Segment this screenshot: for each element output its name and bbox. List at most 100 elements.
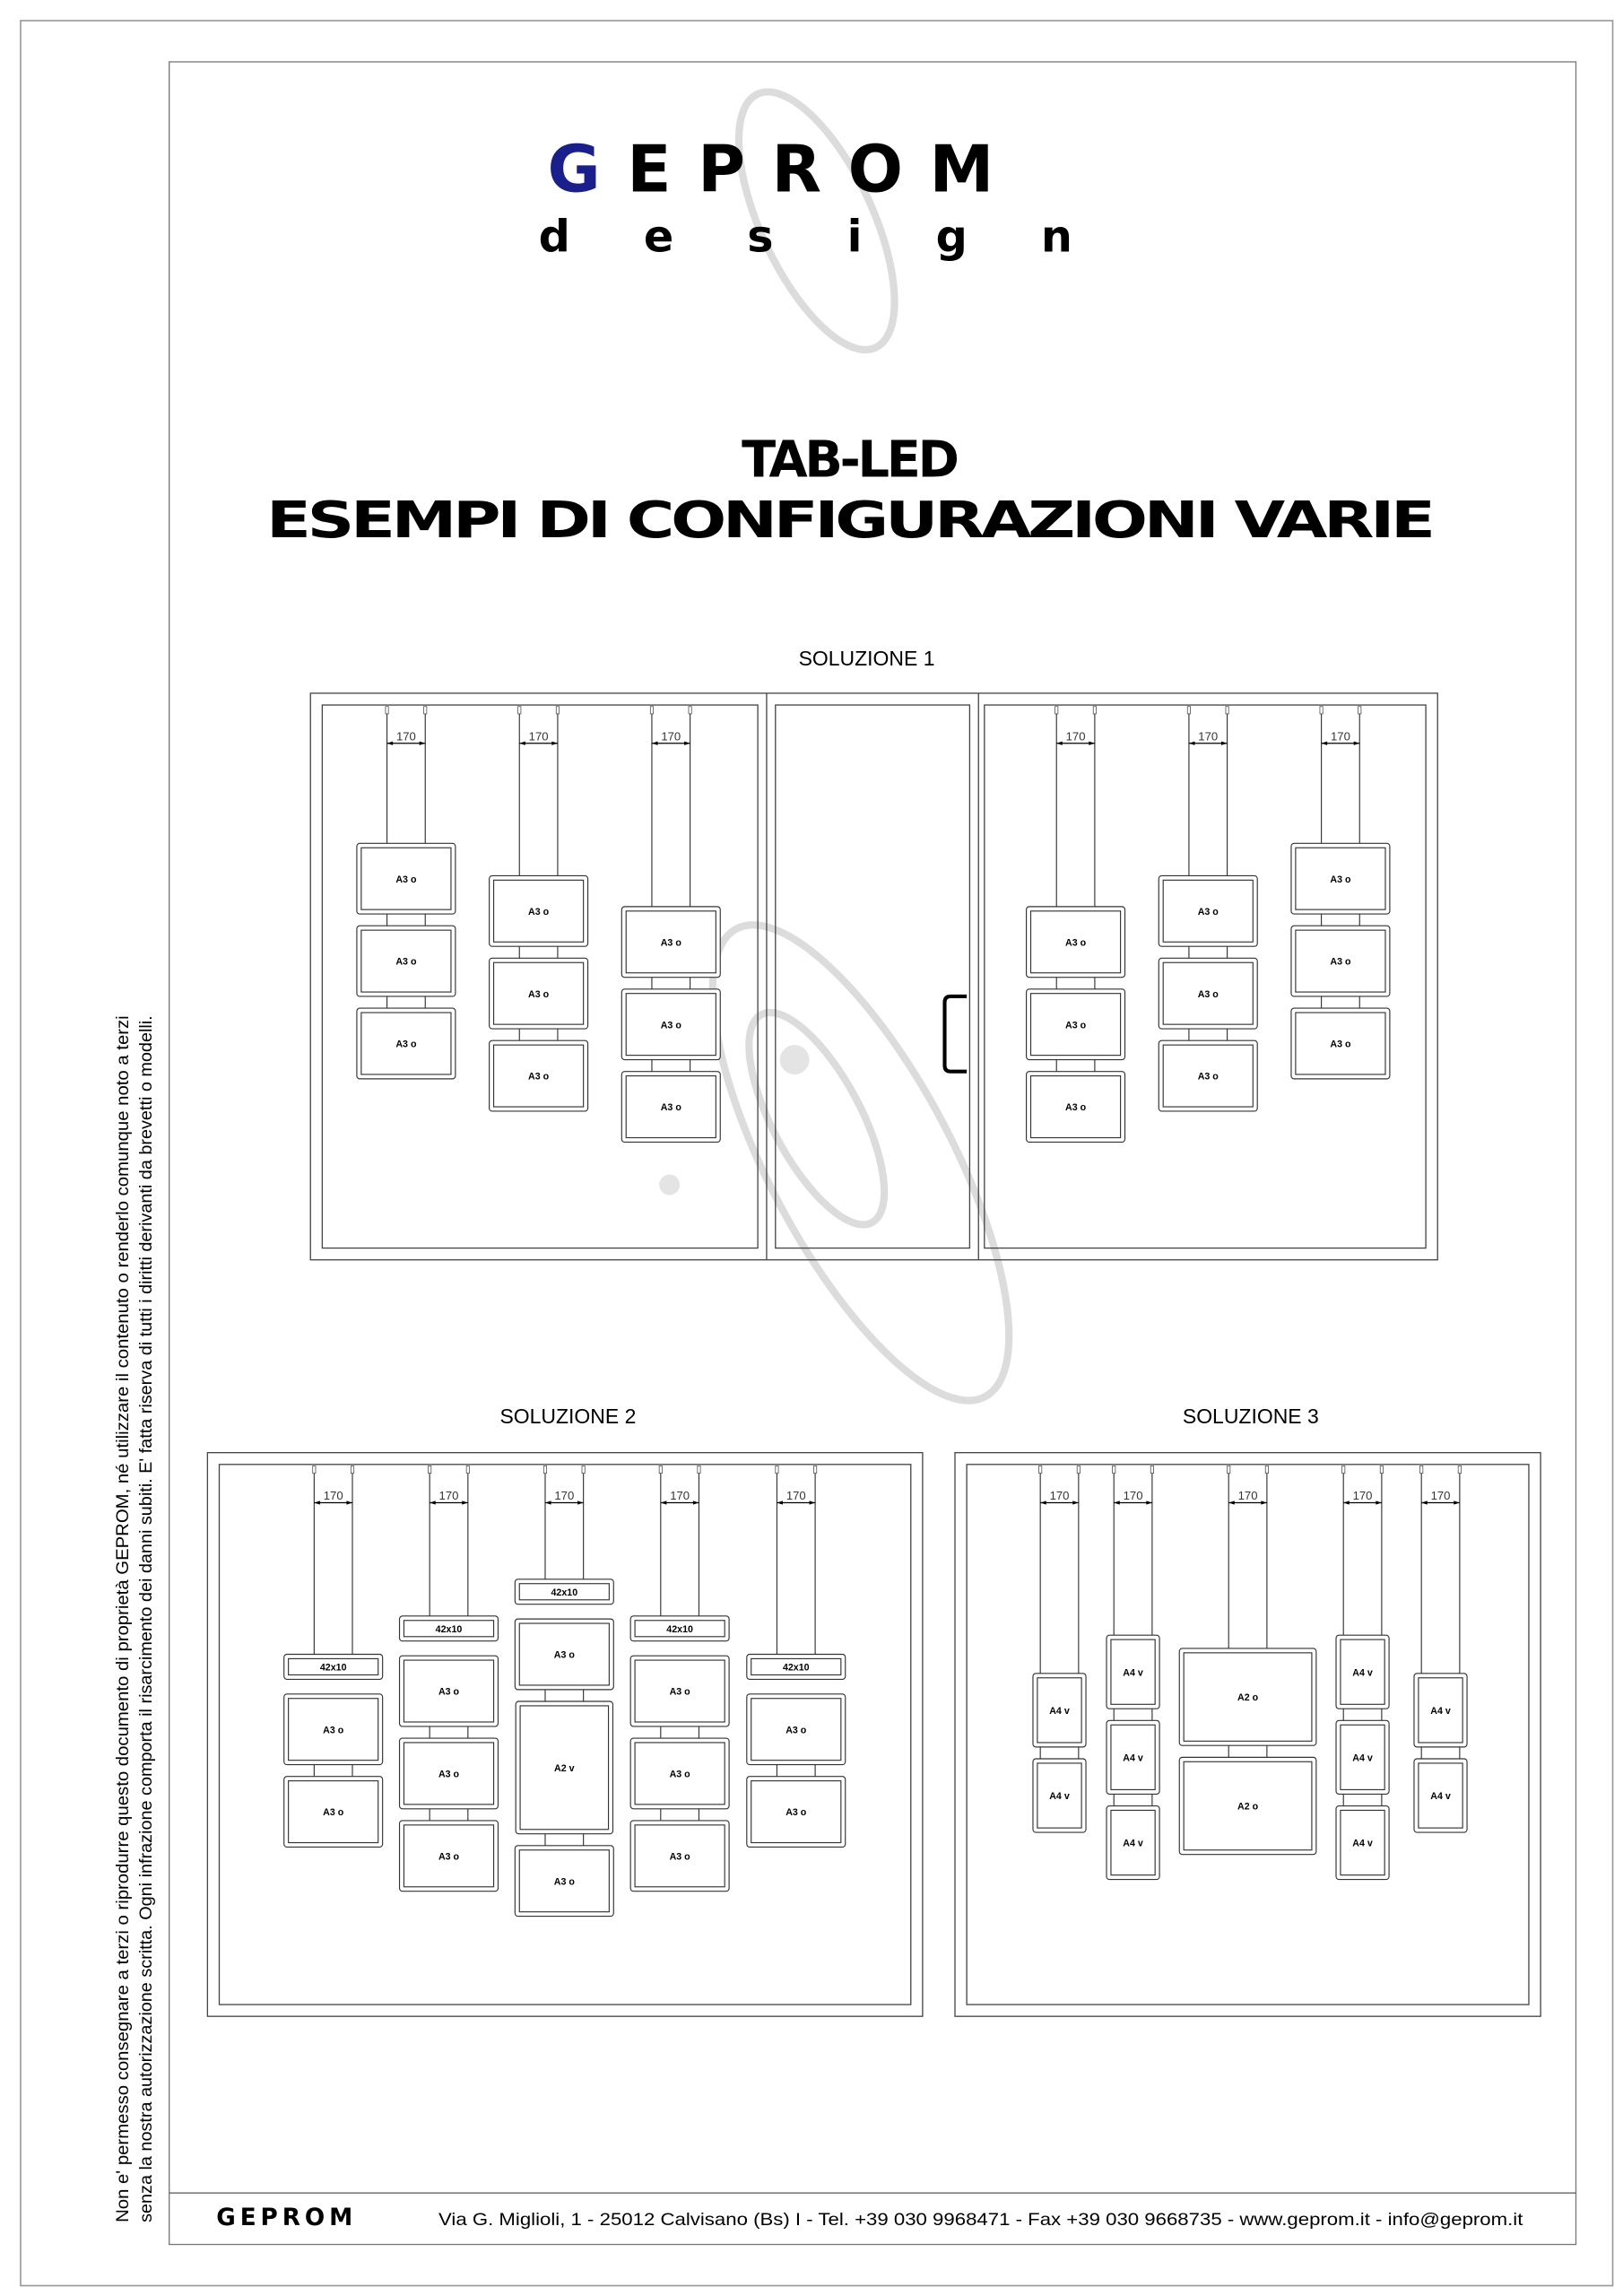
panel-inner bbox=[1162, 961, 1254, 1025]
panel-size-label: A3 o bbox=[670, 1851, 691, 1862]
panel-inner bbox=[1418, 1677, 1463, 1744]
panel-size-label: A3 o bbox=[323, 1807, 344, 1818]
panel-frame bbox=[629, 1820, 730, 1892]
panel-size-label: A3 o bbox=[670, 1687, 691, 1698]
panel-size-label: A3 o bbox=[661, 937, 682, 948]
panel-inner bbox=[519, 1705, 610, 1831]
panel-frame bbox=[283, 1776, 384, 1848]
led-panel: A3 o bbox=[1290, 925, 1391, 997]
cable-clamp-icon bbox=[1379, 1465, 1384, 1474]
panel-frame bbox=[489, 957, 589, 1030]
panel-inner bbox=[634, 1824, 725, 1888]
panel-inner bbox=[403, 1824, 495, 1888]
panel-size-label: A2 v bbox=[554, 1763, 575, 1774]
led-panel: A3 o bbox=[398, 1737, 499, 1810]
cable-clamp-icon bbox=[312, 1465, 317, 1474]
led-panel: A3 o bbox=[746, 1776, 846, 1848]
cable-clamp-icon bbox=[1319, 706, 1324, 715]
panel-frame bbox=[1178, 1648, 1317, 1746]
panel-inner bbox=[518, 1583, 610, 1601]
panel-inner bbox=[403, 1620, 495, 1638]
led-panel: A3 o bbox=[1026, 988, 1126, 1061]
panel-size-label: A3 o bbox=[661, 1102, 682, 1113]
panel-size-label: A2 o bbox=[1237, 1692, 1259, 1703]
solution-3-title: SOLUZIONE 3 bbox=[1183, 1405, 1319, 1428]
solution-2-title: SOLUZIONE 2 bbox=[499, 1405, 636, 1428]
logo-brand-rest: EPROM bbox=[627, 132, 1020, 207]
panel-size-label: A4 v bbox=[1123, 1839, 1143, 1849]
panel-frame bbox=[1290, 842, 1391, 915]
panel-inner bbox=[1418, 1762, 1463, 1829]
led-panel: A3 o bbox=[1026, 906, 1126, 978]
cable-clamp-icon bbox=[1264, 1465, 1269, 1474]
panel-size-label: A3 o bbox=[438, 1687, 460, 1698]
panel-size-label: A4 v bbox=[1430, 1706, 1451, 1717]
cable-clamp-icon bbox=[1092, 706, 1097, 715]
footer-brand: GEPROM bbox=[216, 2205, 357, 2231]
dimension-label: 170 bbox=[1050, 1489, 1070, 1502]
panel-frame bbox=[398, 1655, 499, 1727]
panel-inner bbox=[1295, 929, 1386, 993]
panel-frame bbox=[356, 1007, 456, 1080]
panel-size-label: 42x10 bbox=[783, 1663, 810, 1674]
panel-frame bbox=[356, 842, 456, 915]
panel-inner bbox=[288, 1698, 379, 1761]
panel-inner bbox=[634, 1620, 725, 1638]
panel-frame bbox=[489, 1039, 589, 1112]
panel-inner bbox=[751, 1657, 842, 1676]
panel-size-label: A2 o bbox=[1237, 1802, 1259, 1813]
panel-size-label: A3 o bbox=[438, 1770, 460, 1780]
panel-size-label: A4 v bbox=[1123, 1667, 1143, 1678]
panel-size-label: A3 o bbox=[395, 1039, 417, 1050]
led-panel: A3 o bbox=[356, 842, 456, 915]
panel-inner bbox=[1029, 993, 1122, 1057]
led-panel: A3 o bbox=[621, 906, 721, 978]
dimension-label: 170 bbox=[529, 729, 549, 743]
panel-inner bbox=[360, 847, 452, 910]
panel-frame bbox=[515, 1700, 614, 1835]
panel-size-label: A3 o bbox=[528, 1072, 550, 1083]
panel-inner bbox=[288, 1780, 379, 1844]
cable-clamp-icon bbox=[1358, 706, 1362, 715]
panel-inner bbox=[492, 879, 585, 943]
panel-inner bbox=[403, 1659, 495, 1723]
panel-frame bbox=[514, 1618, 614, 1691]
panel-frame bbox=[1158, 1039, 1258, 1112]
led-panel: 42x10 bbox=[283, 1653, 384, 1680]
solution-1-title: SOLUZIONE 1 bbox=[799, 647, 935, 670]
geprom-logo: GEPROM design bbox=[539, 132, 1072, 262]
cable-clamp-icon bbox=[649, 706, 655, 715]
panel-size-label: A3 o bbox=[395, 957, 417, 968]
led-panel: A3 o bbox=[356, 925, 456, 997]
dimension-label: 170 bbox=[324, 1489, 343, 1502]
led-panel: A3 o bbox=[1158, 1039, 1258, 1112]
led-panel: A3 o bbox=[1290, 1007, 1391, 1080]
led-panel: A3 o bbox=[356, 1007, 456, 1080]
panel-size-label: A3 o bbox=[438, 1851, 460, 1862]
solution-1-storefront bbox=[309, 692, 1438, 1261]
led-panel: A2 v bbox=[515, 1700, 614, 1835]
panel-inner bbox=[1037, 1762, 1082, 1829]
cable-clamp-icon bbox=[423, 706, 428, 715]
panel-inner bbox=[1183, 1761, 1313, 1851]
panel-frame bbox=[1032, 1673, 1087, 1748]
panel-inner bbox=[518, 1622, 610, 1686]
panel-frame bbox=[356, 925, 456, 997]
cable-clamp-icon bbox=[1076, 1465, 1081, 1474]
led-panel: A3 o bbox=[629, 1737, 730, 1810]
panel-frame bbox=[398, 1615, 499, 1642]
inner-border bbox=[169, 61, 1577, 2246]
panel-inner bbox=[751, 1698, 842, 1761]
panel-inner bbox=[1295, 1012, 1386, 1075]
led-panel: A3 o bbox=[1158, 957, 1258, 1030]
led-panel: 42x10 bbox=[629, 1615, 730, 1642]
panel-size-label: A4 v bbox=[1352, 1667, 1373, 1678]
panel-size-label: A4 v bbox=[1430, 1791, 1451, 1802]
panel-frame bbox=[629, 1737, 730, 1810]
cable-clamp-icon bbox=[385, 706, 389, 715]
panel-inner bbox=[625, 1075, 716, 1139]
